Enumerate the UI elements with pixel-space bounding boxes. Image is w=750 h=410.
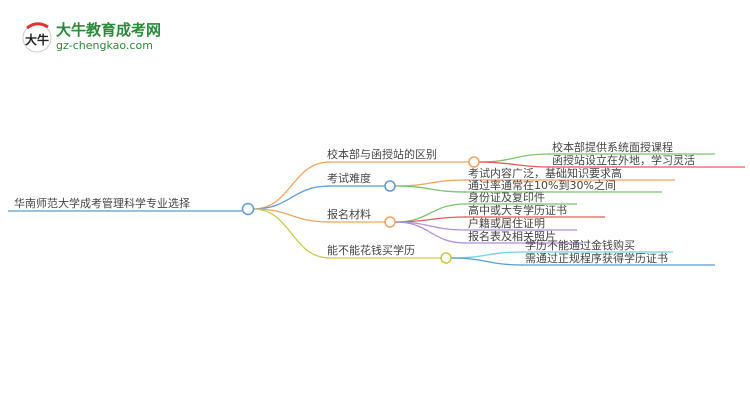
logo-name: 大牛教育成考网 <box>56 21 161 39</box>
leaf-node: 通过率通常在10%到30%之间 <box>468 178 616 192</box>
leaf-node: 高中或大专学历证书 <box>468 203 567 217</box>
branch-collapse-toggle <box>440 252 452 264</box>
branch-node: 报名材料 <box>327 207 371 221</box>
leaf-connector <box>478 153 551 163</box>
branch-collapse-toggle <box>468 156 480 168</box>
leaf-node: 考试内容广泛，基础知识要求高 <box>468 166 622 180</box>
branch-connector <box>252 185 331 210</box>
leaf-node: 校本部提供系统面授课程 <box>552 140 673 154</box>
branch-collapse-toggle <box>384 216 396 228</box>
branch-connector <box>252 208 331 259</box>
leaf-connector <box>394 179 467 187</box>
leaf-connector <box>478 161 551 168</box>
leaf-node: 函授站设立在外地，学习灵活 <box>552 153 695 167</box>
logo-url: gz-chengkao.com <box>56 39 153 52</box>
leaf-node: 户籍或居住证明 <box>468 216 545 230</box>
leaf-connector <box>450 257 524 266</box>
root-node: 华南师范大学成考管理科学专业选择 <box>14 196 190 210</box>
leaf-connector <box>394 216 467 223</box>
leaf-node: 报名表及相关照片 <box>468 229 556 243</box>
leaf-connector <box>394 221 467 244</box>
leaf-connector <box>394 185 467 193</box>
branch-collapse-toggle <box>384 180 396 192</box>
leaf-node: 身份证及复印件 <box>468 190 545 204</box>
branch-node: 校本部与函授站的区别 <box>327 147 437 161</box>
logo: 大牛 大牛教育成考网 gz-chengkao.com <box>20 18 190 58</box>
leaf-node: 学历不能通过金钱购买 <box>525 238 635 252</box>
svg-text:大牛: 大牛 <box>25 32 49 47</box>
root-collapse-toggle <box>241 202 255 216</box>
branch-node: 能不能花钱买学历 <box>327 243 415 257</box>
branch-node: 考试难度 <box>327 171 371 185</box>
branch-connector <box>252 161 331 210</box>
leaf-connector <box>450 251 524 259</box>
leaf-node: 需通过正规程序获得学历证书 <box>525 251 668 265</box>
branch-connector <box>252 208 331 223</box>
